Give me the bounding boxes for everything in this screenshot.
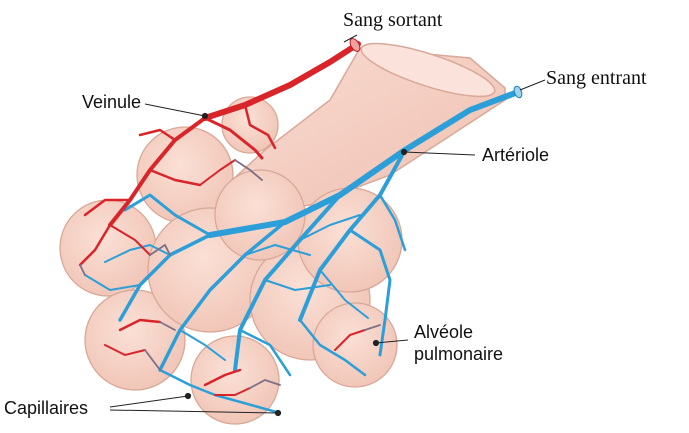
- arteriole-tip: [513, 85, 524, 99]
- label-capillaires: Capillaires: [4, 398, 88, 418]
- label-sang-entrant: Sang entrant: [546, 67, 647, 89]
- label-alveole-line1: Alvéole: [414, 322, 473, 342]
- label-veinule: Veinule: [82, 92, 141, 112]
- label-sang-sortant: Sang sortant: [343, 9, 443, 31]
- label-arteriole: Artériole: [482, 145, 549, 165]
- alveolus: [215, 170, 305, 260]
- label-alveole-line2: pulmonaire: [414, 344, 503, 364]
